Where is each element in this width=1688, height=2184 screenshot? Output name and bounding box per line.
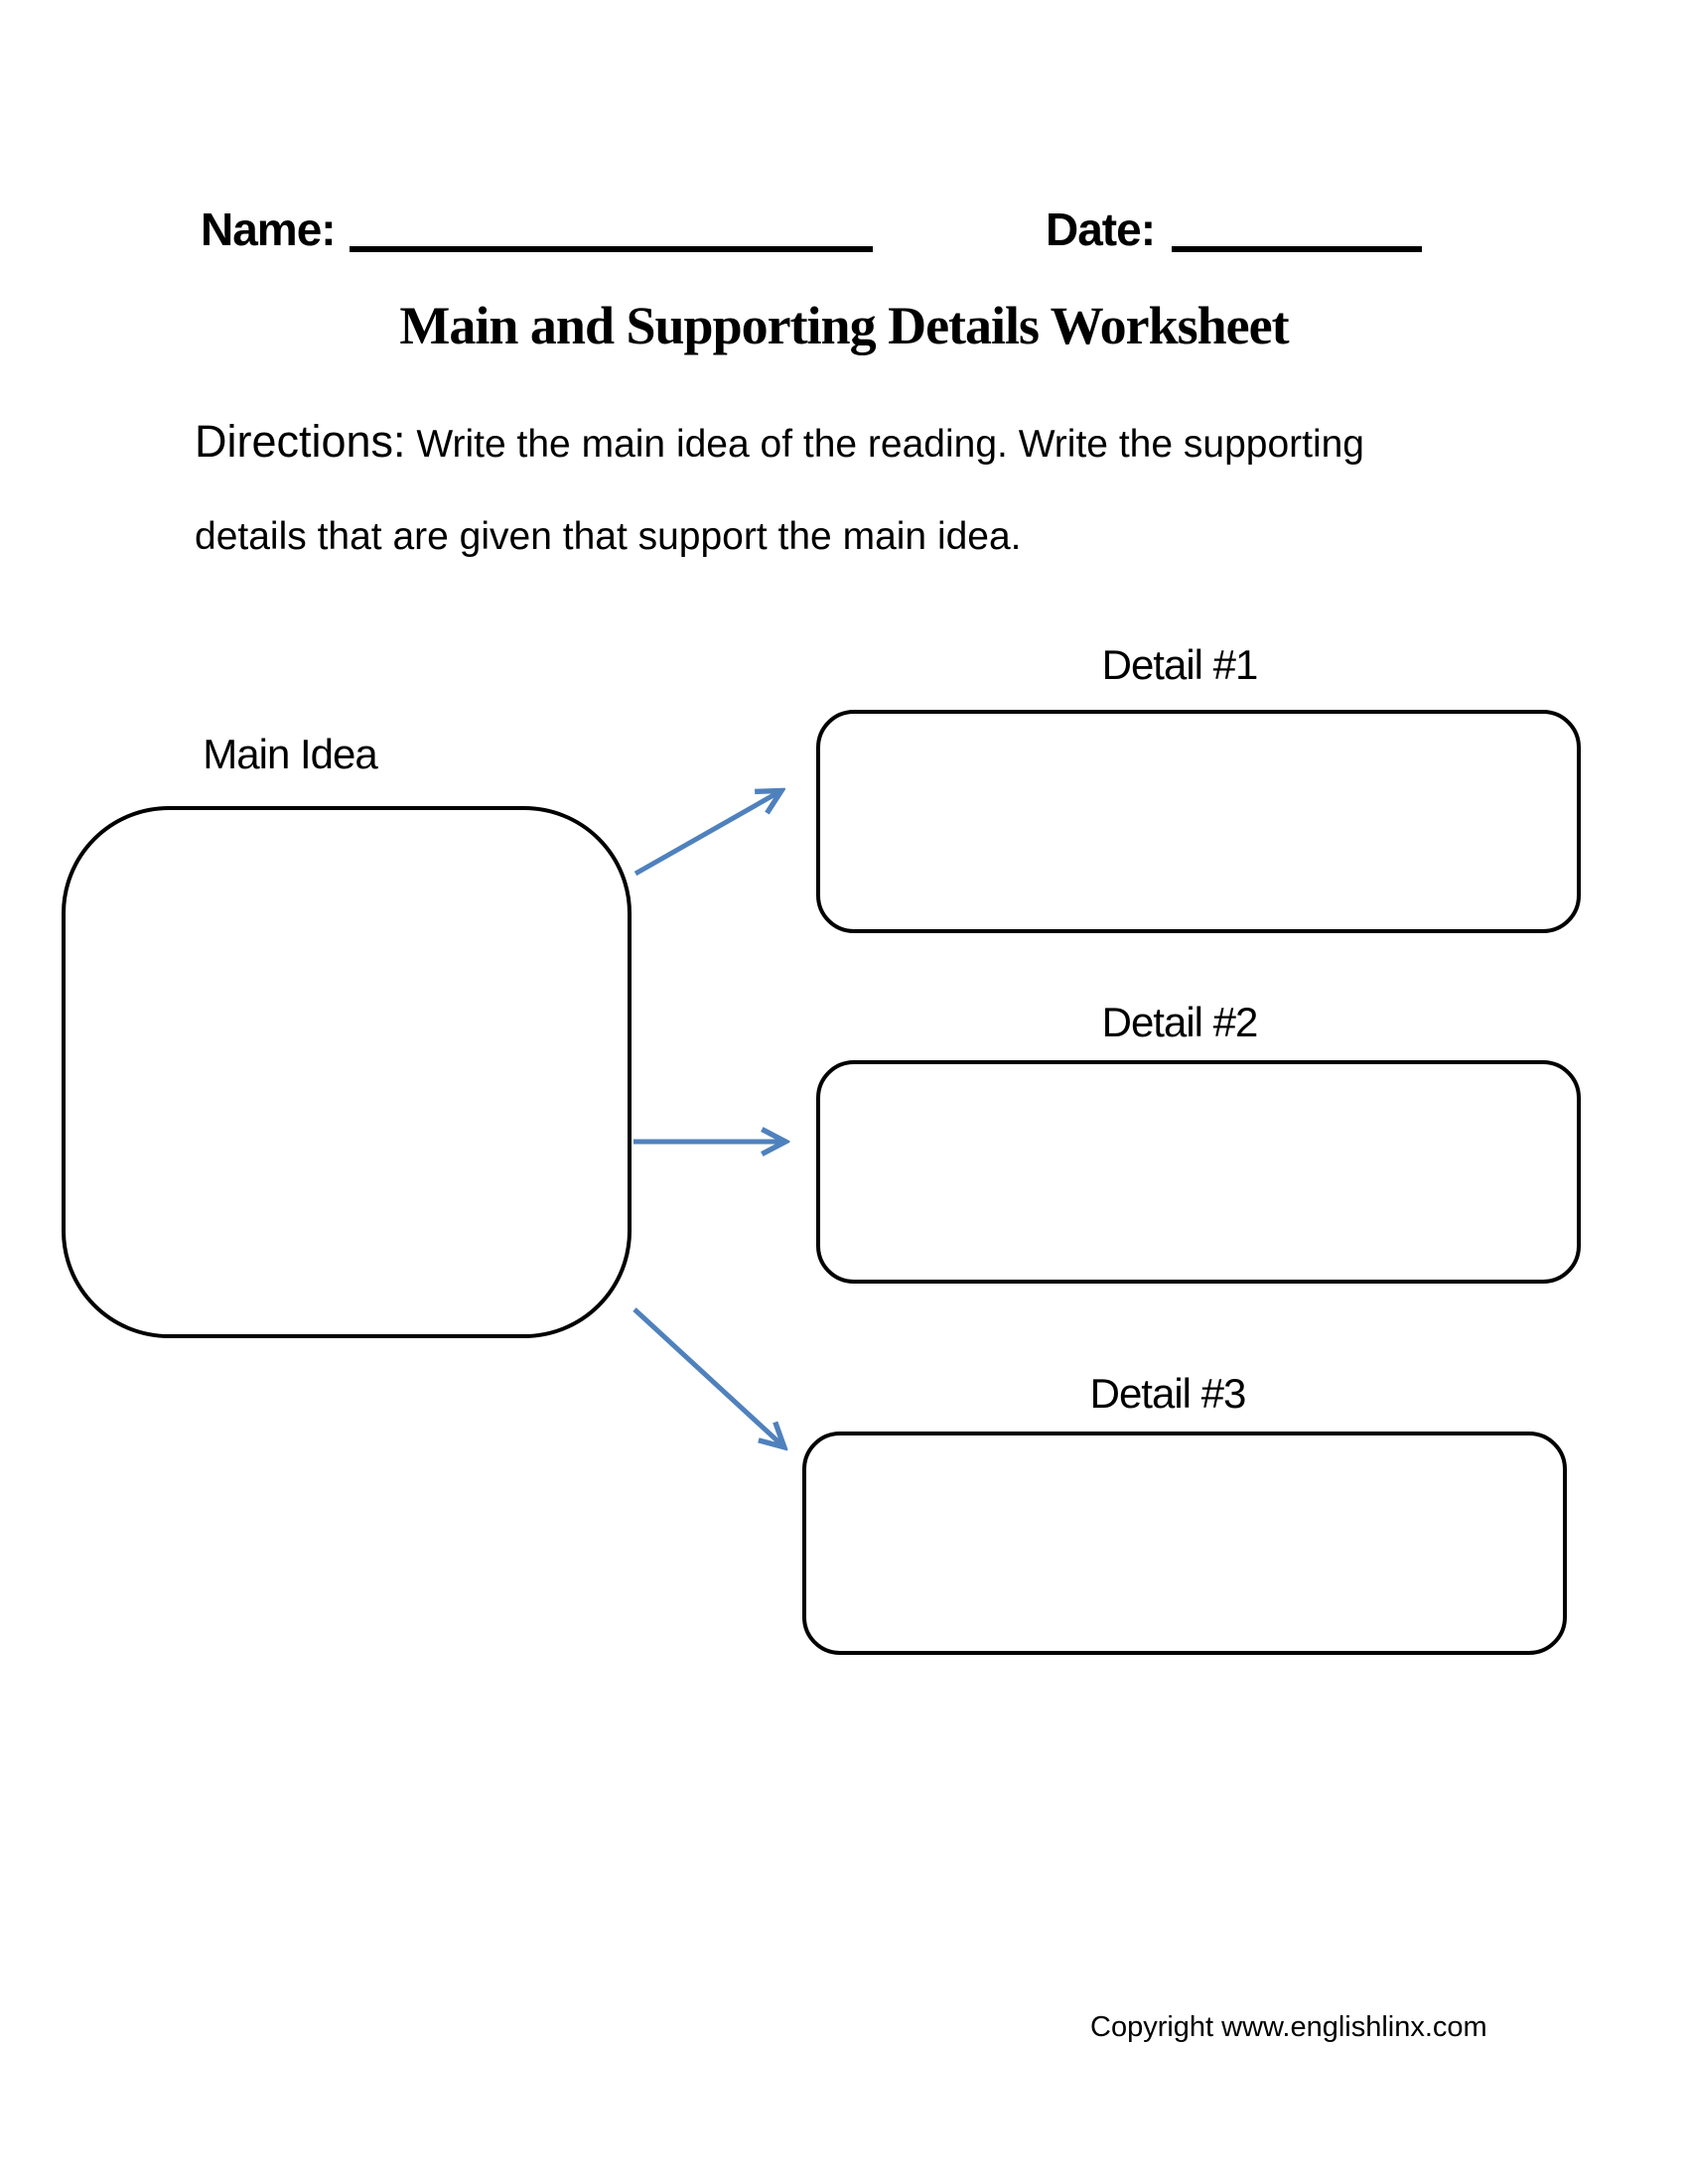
- main-idea-label: Main Idea: [203, 731, 377, 777]
- detail-2-box[interactable]: [816, 1060, 1581, 1284]
- directions-text: Directions: Write the main idea of the r…: [195, 395, 1485, 583]
- directions-line-1: Directions: Write the main idea of the r…: [195, 395, 1485, 490]
- page-title: Main and Supporting Details Worksheet: [399, 296, 1289, 355]
- main-idea-box[interactable]: [62, 806, 632, 1338]
- detail-1-label: Detail #1: [1101, 641, 1259, 688]
- directions-line-1-rest: Write the main idea of the reading. Writ…: [405, 423, 1364, 466]
- directions-prefix: Directions:: [195, 416, 406, 467]
- name-label: Name:: [201, 204, 337, 255]
- date-blank-line[interactable]: [1172, 246, 1422, 252]
- arrow-main-to-detail-3: [633, 1307, 783, 1446]
- arrow-main-to-detail-1: [633, 791, 780, 877]
- detail-1-box[interactable]: [816, 710, 1581, 933]
- directions-line-2: details that are given that support the …: [195, 515, 1022, 558]
- detail-3-label: Detail #3: [1089, 1370, 1247, 1417]
- name-blank-line[interactable]: [350, 246, 873, 252]
- copyright-text: Copyright www.englishlinx.com: [1090, 2011, 1487, 2043]
- detail-2-label: Detail #2: [1101, 999, 1259, 1045]
- detail-3-box[interactable]: [802, 1432, 1567, 1655]
- date-label: Date:: [1046, 204, 1156, 255]
